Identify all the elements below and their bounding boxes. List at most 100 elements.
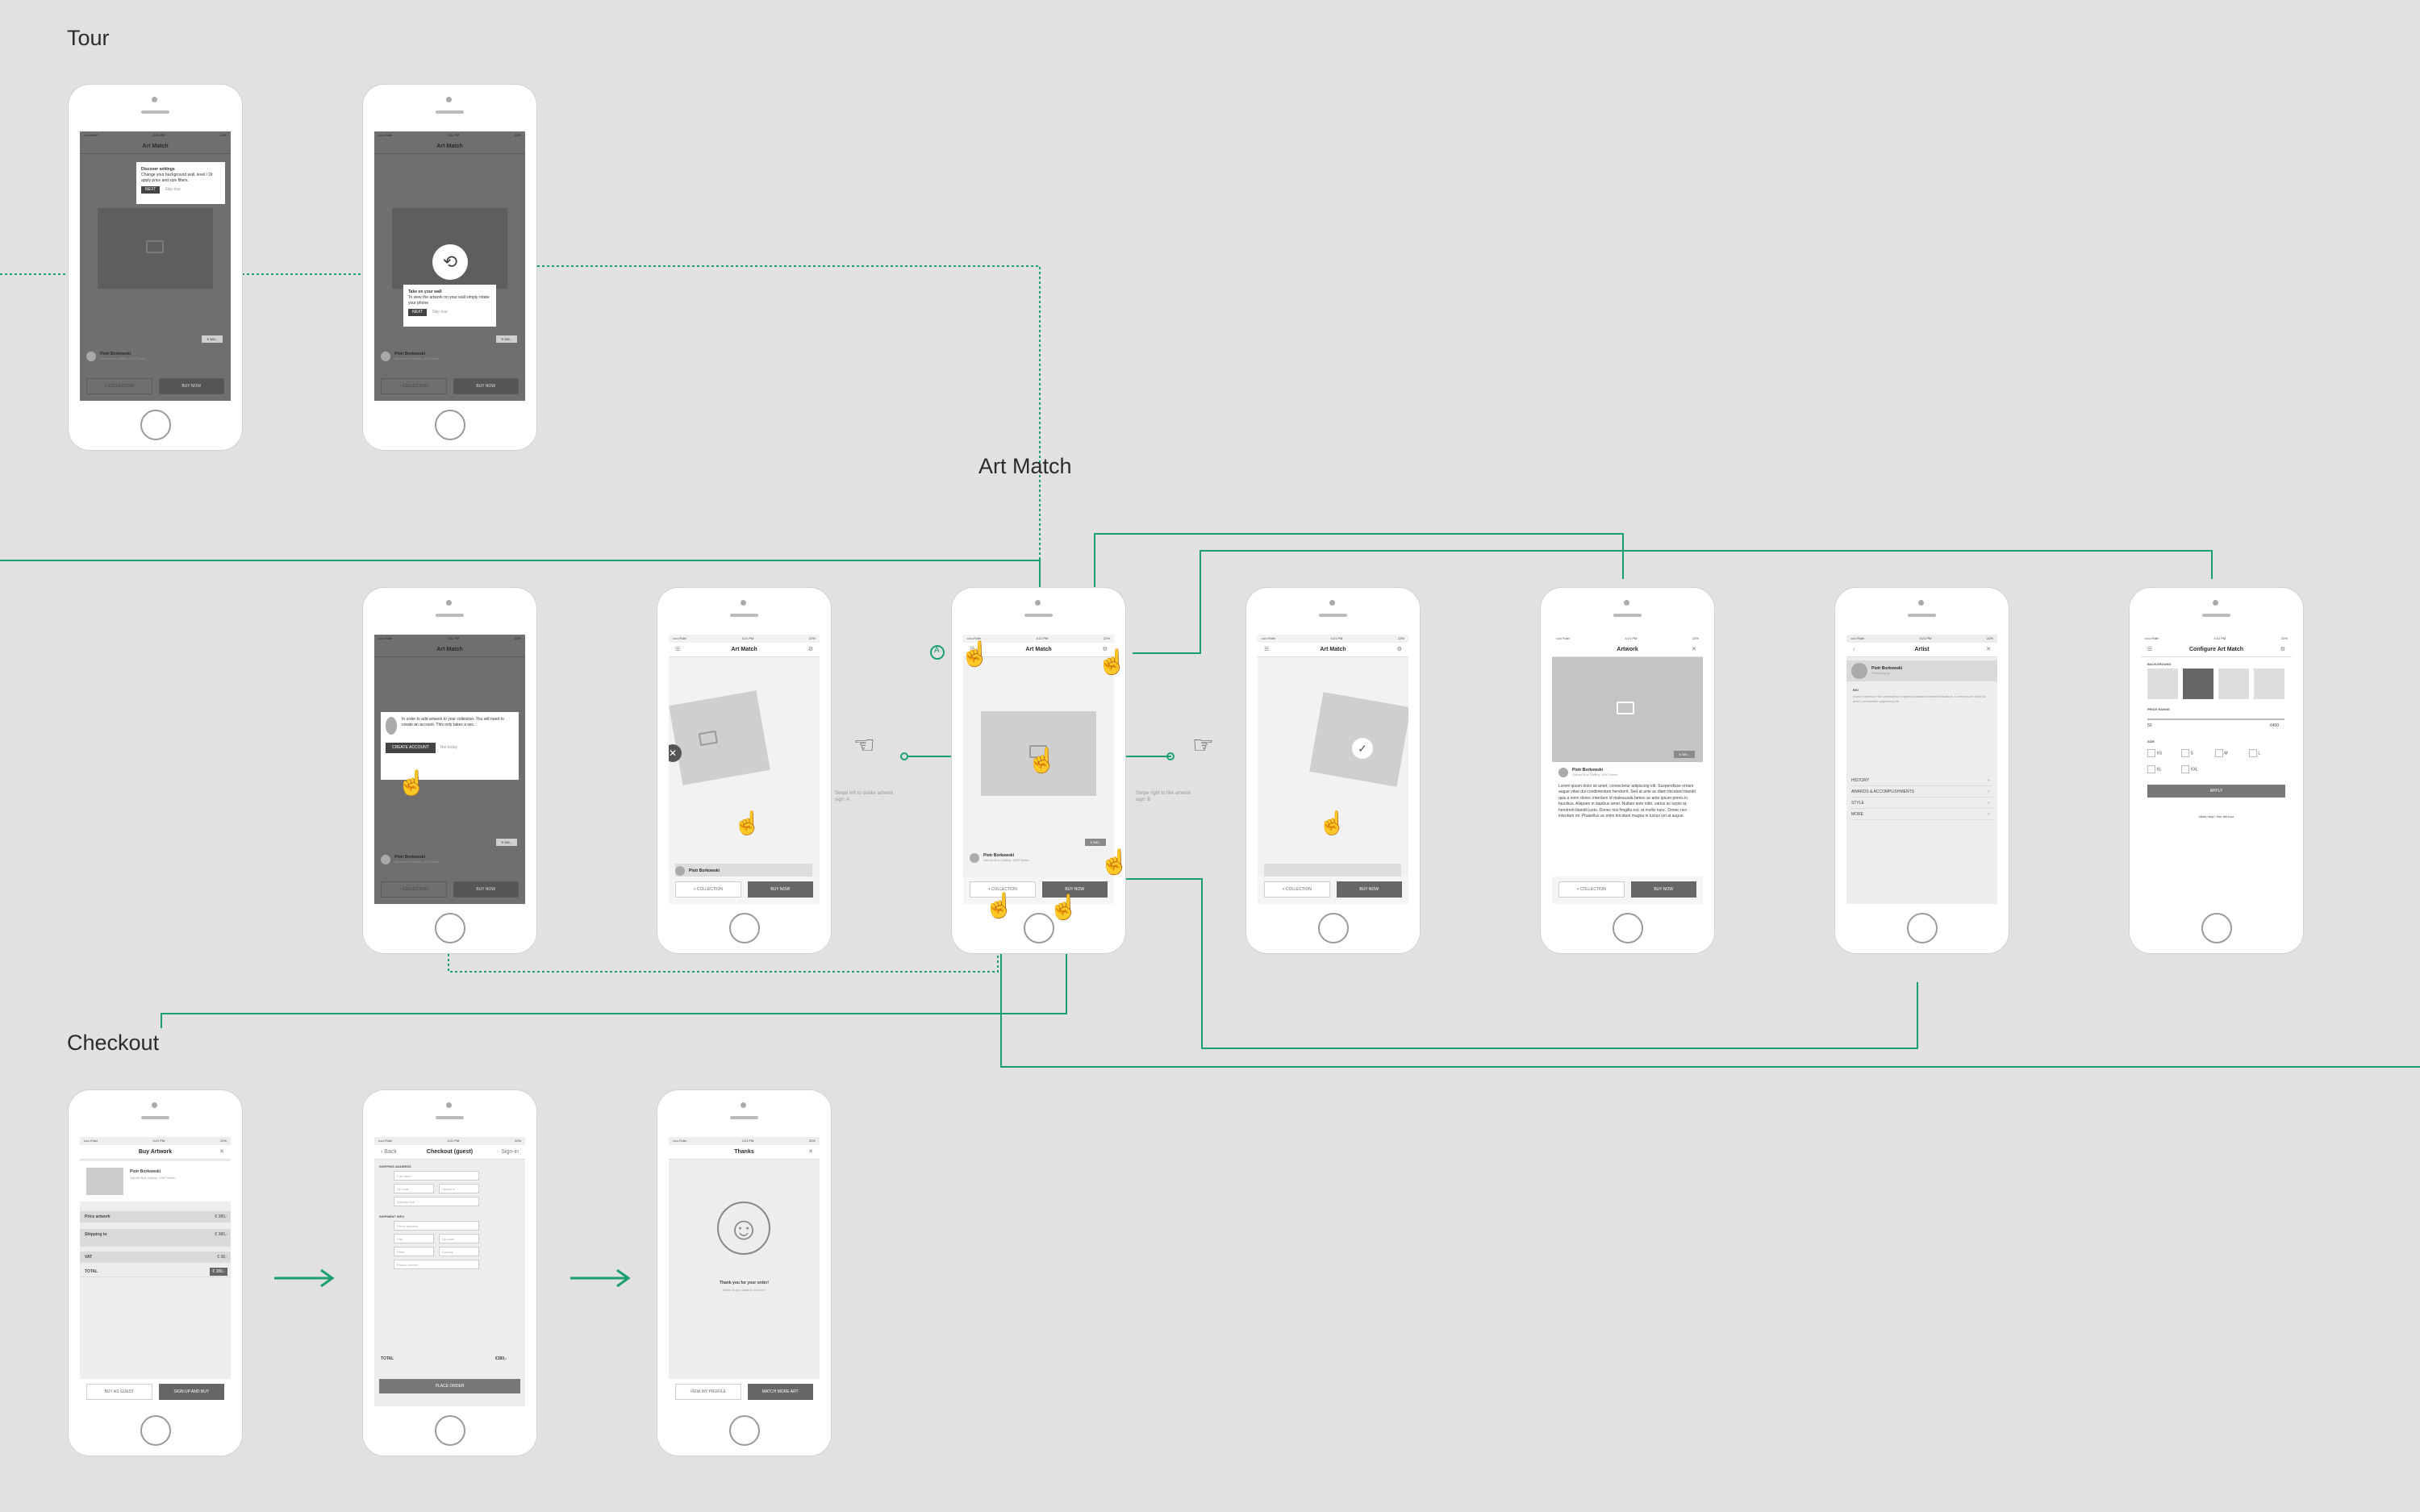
menu-icon[interactable]: ☰ [2147, 647, 2153, 652]
settings-icon[interactable]: ⚙ [1102, 647, 1108, 652]
artist-section-history[interactable]: HISTORY› [1851, 775, 1992, 786]
settings-icon[interactable]: ⚙ [513, 647, 519, 652]
buy-now-button[interactable]: BUY NOW [747, 881, 813, 898]
settings-icon[interactable]: ⚙ [219, 144, 224, 149]
vat-row: VAT€ 38,- [80, 1252, 231, 1263]
not-today-link[interactable]: Not today [440, 745, 458, 750]
menu-icon[interactable]: ☰ [86, 144, 92, 149]
shipment-info-heading: SHIPMENT INFO [379, 1214, 405, 1218]
settings-icon[interactable]: ⚙ [807, 647, 813, 652]
zip-code-field[interactable]: Zip code [394, 1184, 434, 1193]
tap-menu-hand-icon: ☝ [960, 641, 991, 668]
artist-section-style[interactable]: STYLE› [1851, 798, 1992, 809]
street-address-field[interactable]: Street address [394, 1221, 479, 1231]
collection-button[interactable]: + COLLECTION [970, 881, 1036, 898]
buy-now-button[interactable]: BUY NOW [158, 378, 224, 394]
artist-info[interactable]: Piotr Borkowski [675, 864, 812, 878]
settings-icon[interactable]: ⚙ [1396, 647, 1402, 652]
background-option-3[interactable] [2218, 669, 2249, 699]
size-option-l[interactable]: L [2249, 749, 2260, 757]
buy-now-button[interactable]: BUY NOW [1041, 881, 1108, 898]
price-badge: € 380,- [202, 335, 223, 343]
background-option-1[interactable] [2147, 669, 2178, 699]
artwork-image[interactable] [98, 208, 213, 289]
address-line-field[interactable]: Address line [394, 1197, 479, 1206]
home-button [1024, 913, 1054, 943]
settings-icon[interactable]: ⚙ [513, 144, 519, 149]
house-nr-field[interactable]: House nr [439, 1184, 479, 1193]
avatar [970, 853, 979, 863]
artwork-image[interactable] [1552, 657, 1703, 762]
back-link[interactable]: ‹ Back [381, 1149, 397, 1155]
background-option-2[interactable] [2183, 669, 2213, 699]
sign-in-link[interactable]: Sign-in [501, 1149, 519, 1155]
size-option-m[interactable]: M [2215, 749, 2228, 757]
buy-now-button[interactable]: BUY NOW [1630, 881, 1696, 898]
size-heading: SIZE [2147, 739, 2155, 744]
view-profile-button[interactable]: VIEW MY PROFILE [675, 1384, 741, 1400]
collection-button[interactable]: + COLLECTION [1558, 881, 1625, 898]
close-icon[interactable]: ✕ [219, 1149, 224, 1155]
apply-button[interactable]: APPLY [2147, 785, 2285, 798]
chevron-right-icon: › [1988, 778, 1989, 783]
collection-button[interactable]: + COLLECTION [381, 378, 447, 394]
skip-tour-link[interactable]: Skip tour [432, 310, 449, 314]
tour-link-to-artmatch [532, 265, 1041, 593]
artist-section-awards[interactable]: AWARDS & ACCOMPLISHMENTS› [1851, 786, 1992, 798]
skip-tour-link[interactable]: Skip tour [165, 187, 182, 192]
image-icon [698, 730, 719, 747]
help-link[interactable]: Need help? See the tour [2198, 814, 2234, 818]
menu-icon[interactable]: ☰ [970, 647, 975, 652]
size-option-xl[interactable]: XL [2147, 765, 2162, 773]
price-range-slider[interactable] [2147, 719, 2284, 720]
create-account-button[interactable]: CREATE ACCOUNT [386, 743, 436, 753]
shipping-row[interactable]: Shipping to€ 380,- [80, 1229, 231, 1247]
country-select[interactable]: Country [439, 1247, 479, 1256]
artist-section-more[interactable]: MORE› [1851, 809, 1992, 820]
background-option-4[interactable] [2254, 669, 2284, 699]
phone-number-field[interactable]: Phone number [394, 1260, 479, 1269]
menu-icon[interactable]: ☰ [1264, 647, 1270, 652]
close-icon[interactable]: ✕ [1986, 647, 1991, 652]
collection-button[interactable]: + COLLECTION [381, 881, 447, 898]
close-icon[interactable]: ✕ [808, 1149, 813, 1155]
collection-button[interactable]: + COLLECTION [86, 378, 152, 394]
home-button [729, 913, 760, 943]
price-badge: € 380,- [1674, 751, 1695, 758]
buy-now-button[interactable]: BUY NOW [453, 881, 519, 898]
artwork-card[interactable] [669, 690, 770, 785]
tour-next-button[interactable]: NEXT [408, 309, 428, 316]
city-field[interactable]: City [394, 1234, 434, 1243]
size-option-xxl[interactable]: XXL [2181, 765, 2198, 773]
close-icon[interactable]: ✕ [1692, 647, 1696, 652]
size-option-s[interactable]: S [2181, 749, 2193, 757]
place-order-button[interactable]: PLACE ORDER [379, 1379, 520, 1393]
buy-now-button[interactable]: BUY NOW [453, 378, 519, 394]
size-option-xs[interactable]: XS [2147, 749, 2162, 757]
state-field[interactable]: State [394, 1247, 434, 1256]
zip-field[interactable]: Zip code [439, 1234, 479, 1243]
full-name-field[interactable]: Full name [394, 1171, 479, 1181]
buy-as-guest-button[interactable]: BUY AS GUEST [86, 1384, 152, 1400]
sign-up-and-buy-button[interactable]: SIGN UP AND BUY [158, 1384, 224, 1400]
back-icon[interactable]: ‹ [1853, 647, 1855, 652]
buy-now-button[interactable]: BUY NOW [1336, 881, 1402, 898]
collection-button[interactable]: + COLLECTION [675, 881, 741, 898]
artwork-image[interactable] [981, 711, 1096, 796]
match-more-art-button[interactable]: MATCH MORE ART [747, 1384, 813, 1400]
tour-next-button[interactable]: NEXT [141, 186, 161, 194]
menu-icon[interactable]: ☰ [675, 647, 681, 652]
settings-icon[interactable]: ⚙ [2280, 647, 2285, 652]
collection-button[interactable]: + COLLECTION [1264, 881, 1330, 898]
menu-icon[interactable]: ☰ [381, 647, 386, 652]
price-badge: € 380,- [496, 335, 517, 343]
menu-icon[interactable]: ☰ [381, 144, 386, 149]
